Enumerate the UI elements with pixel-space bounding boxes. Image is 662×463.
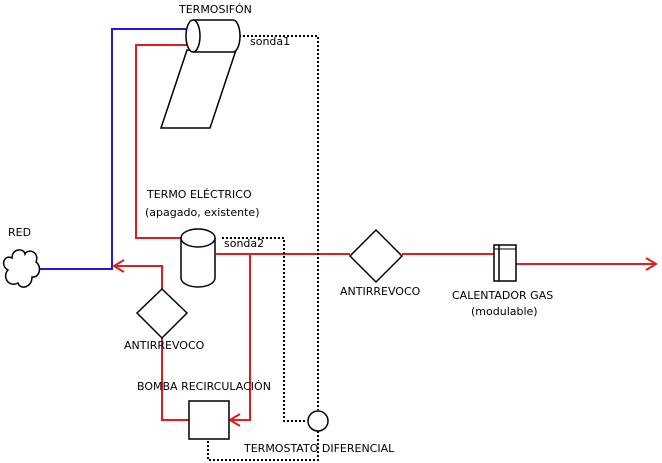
outlet-arrowhead — [645, 257, 658, 271]
thermosiphon-tank — [185, 19, 241, 53]
pump-inlet-arrowhead — [228, 413, 241, 427]
recirculation-pump — [188, 400, 230, 440]
sonda2-signal-wire — [222, 237, 307, 422]
hot-pipe-recirculation-supply — [232, 253, 255, 421]
label-sonda2: sonda2 — [224, 237, 264, 250]
red-cloud-icon — [2, 249, 41, 288]
hot-pipe-recirculation-return — [115, 265, 189, 421]
electric-water-heater-tank — [180, 228, 216, 288]
label-termostato-diferencial: TERMOSTATO DIFERENCIAL — [243, 442, 395, 455]
label-sonda1: sonda1 — [250, 35, 290, 48]
label-termosifon: TERMOSIFÓN — [178, 3, 252, 16]
solar-collector-panel — [159, 49, 238, 129]
return-arrowhead — [112, 259, 125, 273]
hot-pipe-collector-to-electric-tank — [135, 44, 189, 239]
differential-thermostat — [307, 410, 329, 432]
label-antirrevoco-main: ANTIRREVOCO — [340, 285, 421, 298]
label-termo-electrico-note: (apagado, existente) — [145, 206, 259, 219]
label-antirrevoco-bottom: ANTIRREVOCO — [124, 339, 205, 352]
label-calentador-gas-note: (modulable) — [471, 305, 538, 318]
label-red: RED — [8, 226, 31, 239]
gas-heater — [493, 244, 517, 282]
label-termo-electrico: TERMO ELÉCTRICO — [146, 188, 252, 201]
cold-water-pipe — [39, 28, 186, 270]
check-valve-recirculation — [135, 287, 189, 340]
hot-pipe-main-outlet — [216, 253, 655, 265]
label-calentador-gas: CALENTADOR GAS — [452, 289, 553, 302]
pump-signal-wire — [207, 431, 319, 461]
check-valve-main — [348, 228, 404, 284]
sonda1-signal-wire — [235, 35, 319, 410]
label-bomba-recirculacion: BOMBA RECIRCULACIÓN — [137, 380, 271, 393]
